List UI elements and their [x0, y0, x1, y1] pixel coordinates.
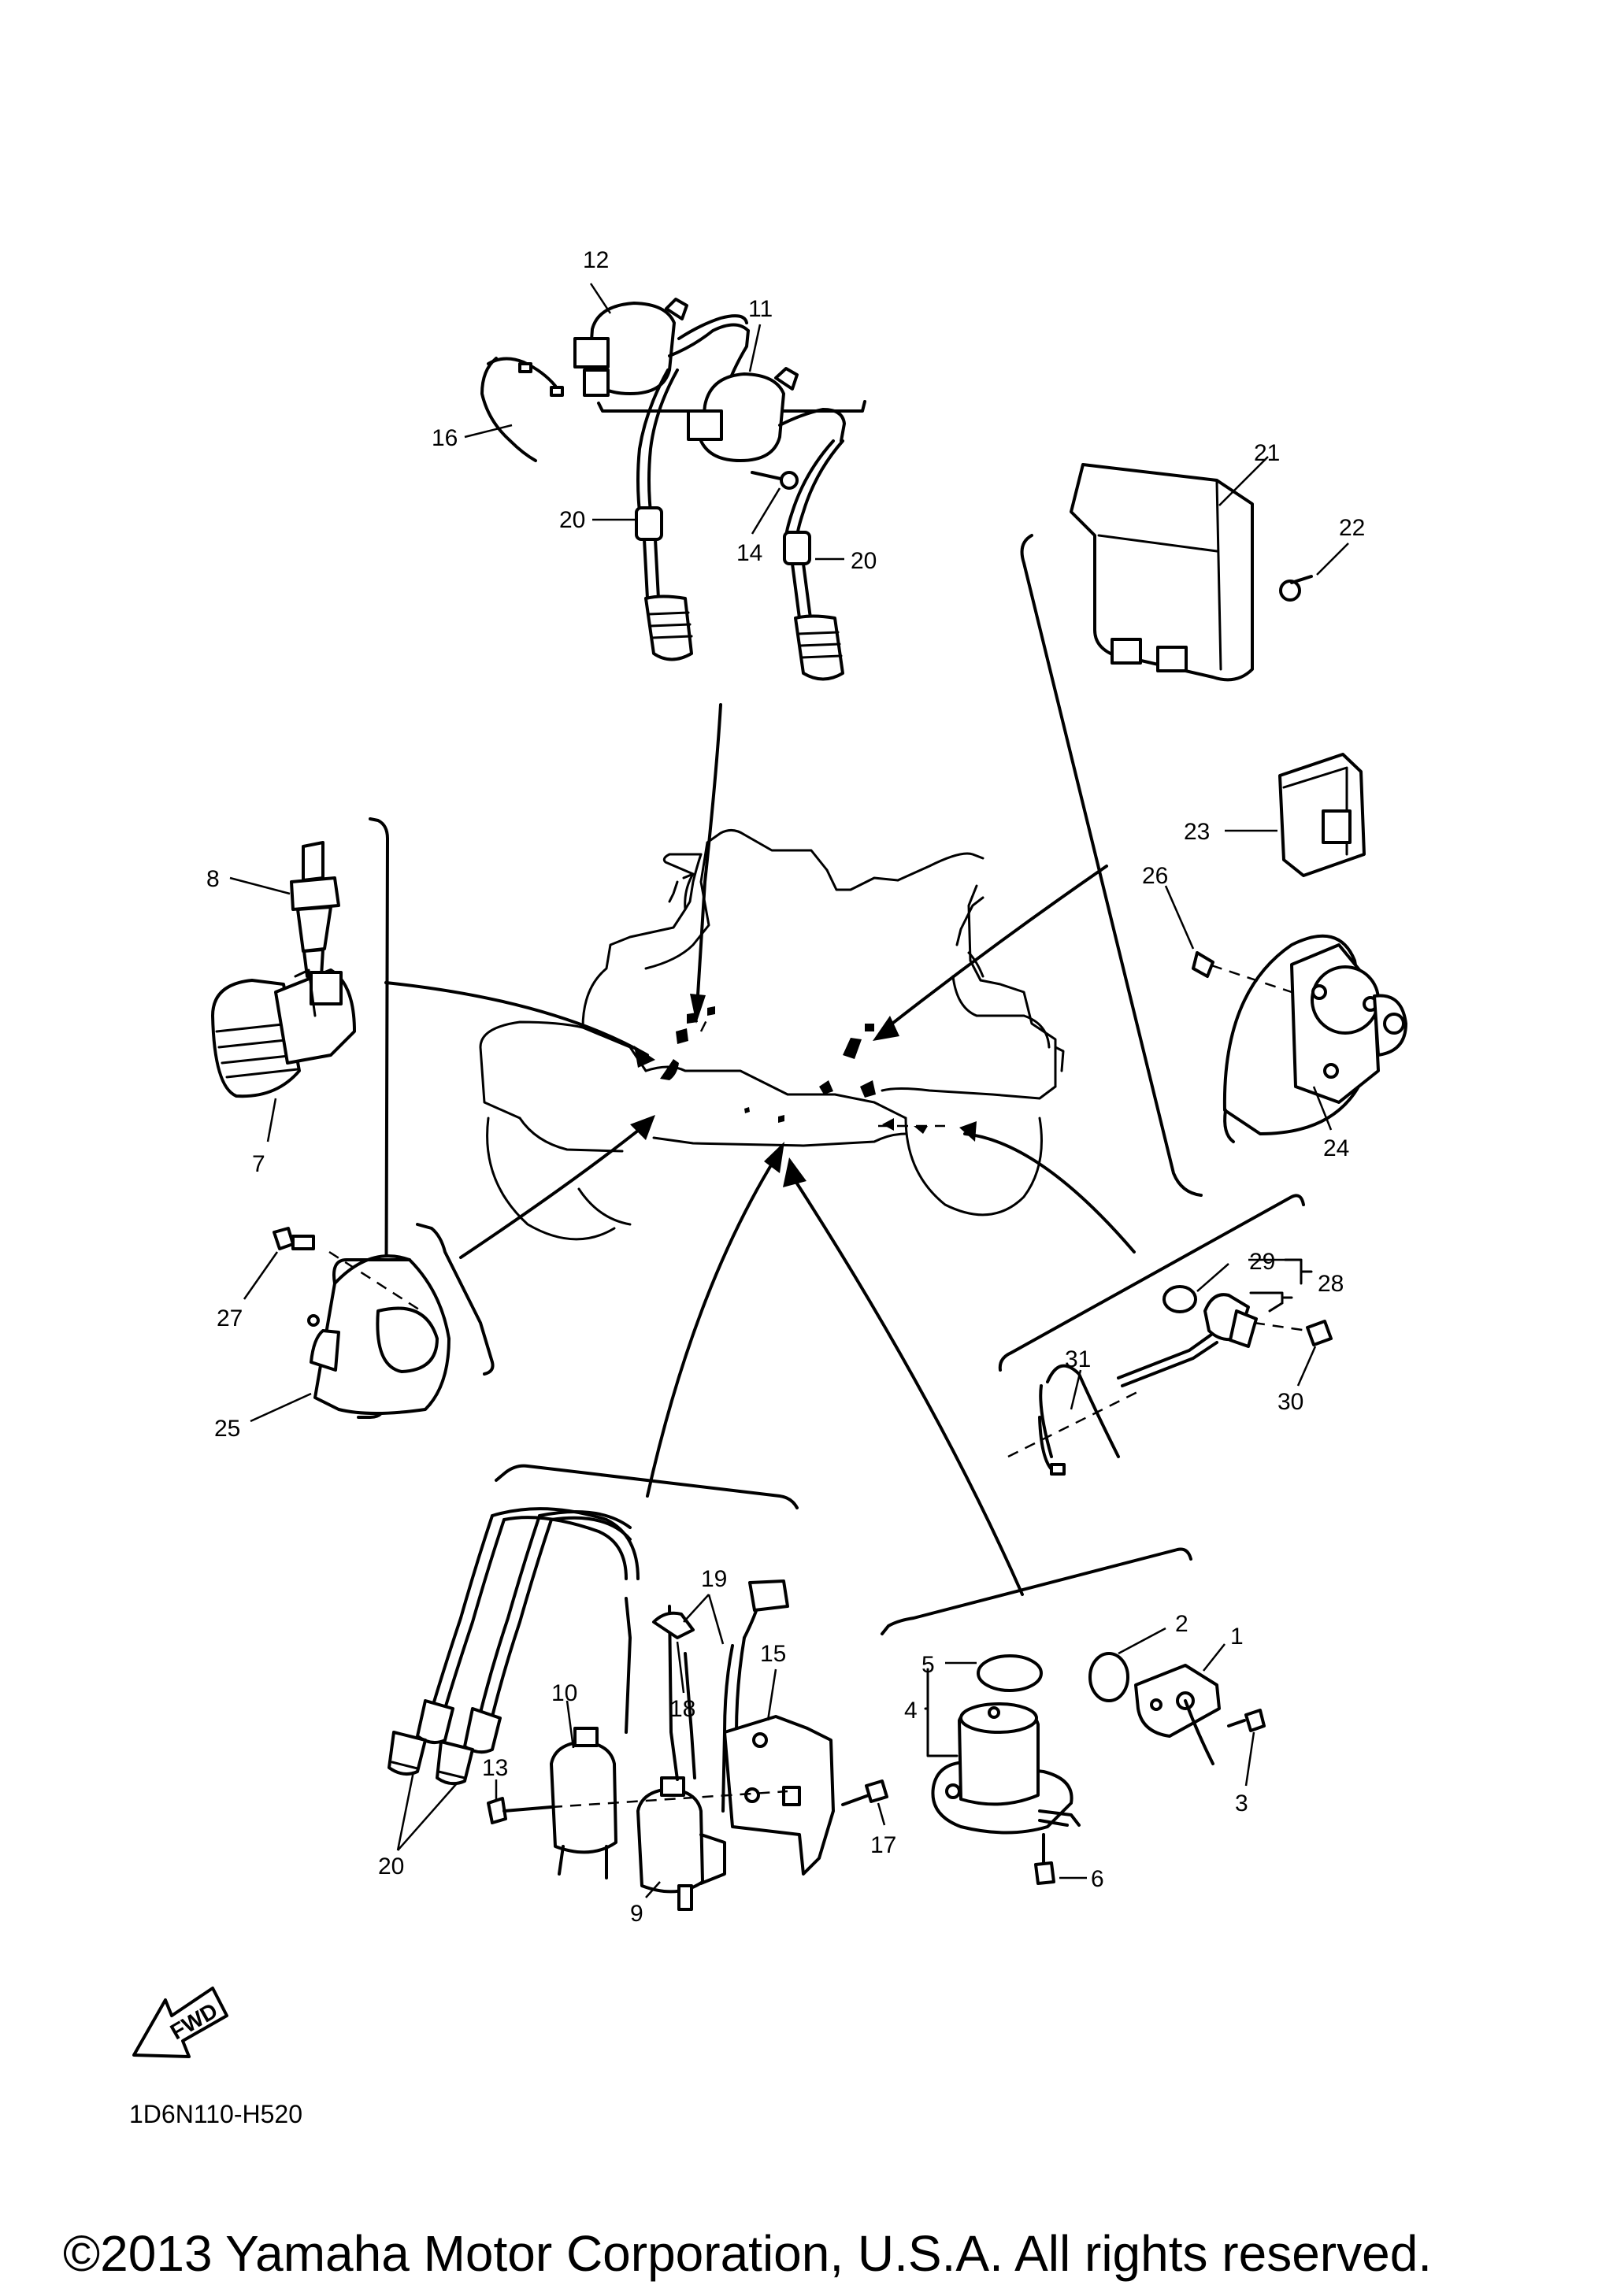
callout-11: 11	[748, 296, 773, 322]
bolt-17	[841, 1779, 888, 1806]
top-group-ignition-coils: 12 11 16 20 14 20	[432, 247, 877, 681]
callout-13: 13	[482, 1755, 508, 1781]
callout-17: 17	[870, 1832, 896, 1858]
callout-30: 30	[1277, 1389, 1303, 1415]
callout-16: 16	[432, 425, 458, 451]
bolt-26	[1192, 951, 1292, 994]
screw-14	[751, 471, 799, 490]
plug-lead-20-right	[783, 439, 844, 681]
callout-25: 25	[214, 1416, 240, 1442]
o-ring-2	[1088, 1652, 1129, 1702]
horn-25	[307, 1250, 451, 1415]
right-lower-group: 29 28 30 31	[998, 1194, 1344, 1476]
screw-30	[1253, 1320, 1333, 1346]
bottom-left-group: 19 18 15 10 13 17 9 20	[378, 1464, 896, 1927]
cover-1	[1134, 1664, 1221, 1765]
callout-21: 21	[1254, 440, 1280, 466]
plug-leads-20-bottom	[387, 1507, 640, 1786]
sensor-7	[211, 968, 356, 1098]
motorcycle-silhouette	[479, 829, 1065, 1241]
callout-28: 28	[1318, 1271, 1344, 1297]
wire-19	[721, 1579, 789, 1813]
connector-lines	[384, 703, 1136, 1596]
callout-26: 26	[1142, 863, 1168, 889]
bolt-6	[1034, 1833, 1055, 1885]
left-lower-group: 27 25	[214, 1223, 495, 1442]
horn-24	[1222, 934, 1407, 1143]
callout-24: 24	[1323, 1135, 1349, 1161]
callout-7: 7	[252, 1151, 265, 1177]
callout-15: 15	[760, 1641, 786, 1667]
ecu-21	[1070, 463, 1254, 682]
callout-10: 10	[551, 1680, 577, 1706]
servo-4	[931, 1702, 1081, 1835]
bolt-27	[273, 1227, 315, 1250]
callout-18: 18	[669, 1696, 695, 1722]
band-31	[1007, 1364, 1143, 1476]
coil-9	[636, 1605, 726, 1911]
left-upper-group: 8 7	[206, 817, 389, 1419]
callout-14: 14	[736, 540, 762, 566]
callout-3: 3	[1235, 1791, 1248, 1816]
coil-10	[550, 1597, 632, 1879]
callout-1: 1	[1230, 1624, 1244, 1650]
callout-9: 9	[630, 1901, 643, 1927]
sensor-28	[1117, 1293, 1258, 1387]
callout-8: 8	[206, 866, 220, 892]
right-upper-group: 21 22 23 26 24	[1020, 440, 1407, 1197]
fwd-arrow-icon: FWD	[132, 1987, 228, 2058]
callout-19: 19	[701, 1566, 727, 1592]
callout-12: 12	[583, 247, 609, 273]
switch-8	[290, 841, 340, 978]
ignition-coil-12	[573, 298, 750, 397]
o-ring-5	[977, 1654, 1043, 1692]
callout-6: 6	[1091, 1866, 1104, 1892]
bolt-13	[487, 1790, 788, 1824]
relay-23	[1278, 753, 1366, 877]
diagram-code: 1D6N110-H520	[129, 2100, 302, 2128]
callout-20: 20	[559, 507, 585, 533]
callout-5: 5	[921, 1652, 935, 1678]
clamp-18	[652, 1611, 695, 1639]
ignition-coil-11	[687, 367, 846, 462]
bolt-22	[1279, 575, 1313, 602]
callout-4: 4	[904, 1698, 918, 1724]
callout-20: 20	[378, 1853, 404, 1879]
callout-2: 2	[1175, 1611, 1188, 1637]
plug-lead-20-left	[635, 368, 693, 661]
callout-23: 23	[1184, 819, 1210, 845]
callout-29: 29	[1249, 1249, 1275, 1275]
wire-lead-16	[480, 357, 564, 462]
callout-31: 31	[1065, 1346, 1091, 1372]
callout-22: 22	[1339, 515, 1365, 541]
callout-20: 20	[851, 548, 877, 574]
copyright-notice: ©2013 Yamaha Motor Corporation, U.S.A. A…	[63, 2225, 1432, 2282]
callout-27: 27	[217, 1305, 243, 1331]
o-ring-29	[1162, 1285, 1197, 1313]
bottom-right-group: 2 1 3 5 4 6	[881, 1547, 1266, 1892]
screw-3	[1227, 1709, 1266, 1732]
